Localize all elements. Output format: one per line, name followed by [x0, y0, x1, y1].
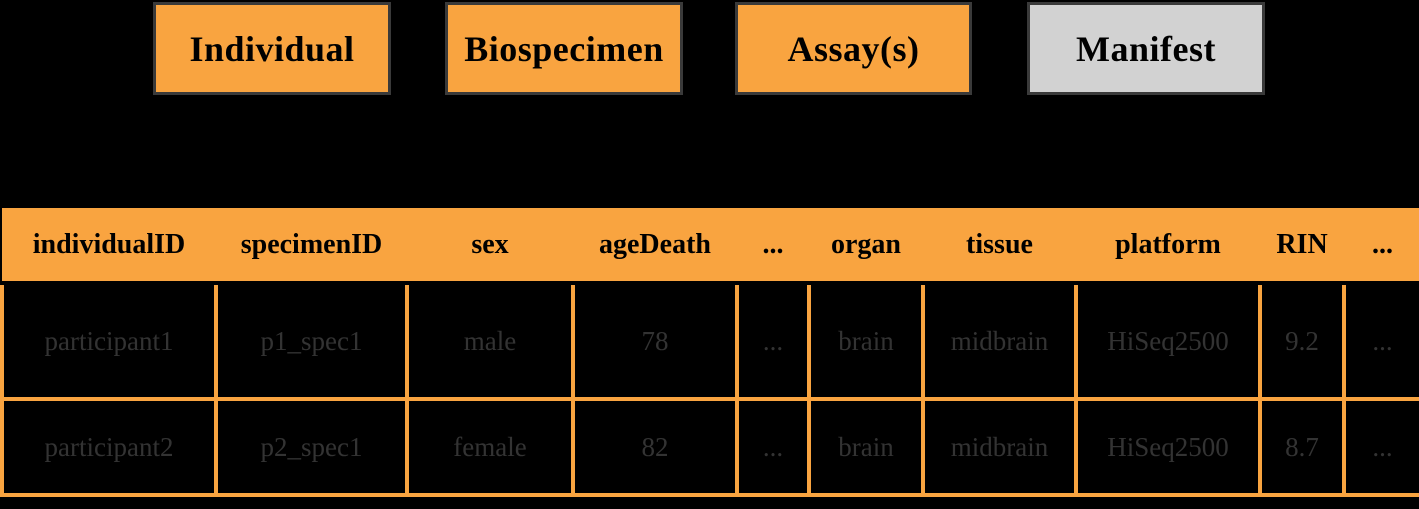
column-header-rin: RIN: [1260, 208, 1344, 285]
column-header-sex: sex: [407, 208, 573, 285]
table-cell: ...: [735, 397, 811, 497]
biospecimen-button[interactable]: Biospecimen: [445, 2, 683, 95]
table-header-row: individualID specimenID sex ageDeath ...…: [2, 208, 1419, 285]
table-cell: ...: [735, 281, 811, 401]
column-header-platform: platform: [1076, 208, 1260, 285]
table-cell: ...: [1342, 281, 1419, 401]
table-cell: ...: [1342, 397, 1419, 497]
table-cell: female: [405, 397, 575, 497]
column-header-agedeath: ageDeath: [573, 208, 737, 285]
column-header-ellipsis: ...: [1344, 208, 1419, 285]
table-cell: p1_spec1: [214, 281, 409, 401]
table-cell: midbrain: [921, 397, 1078, 497]
table-cell: HiSeq2500: [1074, 281, 1262, 401]
column-header-specimenid: specimenID: [216, 208, 407, 285]
assays-button[interactable]: Assay(s): [735, 2, 972, 95]
column-header-ellipsis: ...: [737, 208, 809, 285]
table-cell: 8.7: [1258, 397, 1346, 497]
table-cell: HiSeq2500: [1074, 397, 1262, 497]
table-row: participant1 p1_spec1 male 78 ... brain …: [0, 281, 1419, 401]
table-cell: 78: [571, 281, 739, 401]
column-header-individualid: individualID: [2, 208, 216, 285]
table-cell: participant2: [0, 397, 218, 497]
table-cell: male: [405, 281, 575, 401]
table-row: participant2 p2_spec1 female 82 ... brai…: [0, 397, 1419, 497]
table-cell: p2_spec1: [214, 397, 409, 497]
table-cell: participant1: [0, 281, 218, 401]
column-header-organ: organ: [809, 208, 923, 285]
manifest-button[interactable]: Manifest: [1027, 2, 1265, 95]
manifest-table: individualID specimenID sex ageDeath ...…: [0, 208, 1419, 497]
table-cell: 82: [571, 397, 739, 497]
column-header-tissue: tissue: [923, 208, 1076, 285]
table-cell: brain: [807, 281, 925, 401]
table-cell: brain: [807, 397, 925, 497]
table-cell: 9.2: [1258, 281, 1346, 401]
individual-button[interactable]: Individual: [153, 2, 391, 95]
table-cell: midbrain: [921, 281, 1078, 401]
